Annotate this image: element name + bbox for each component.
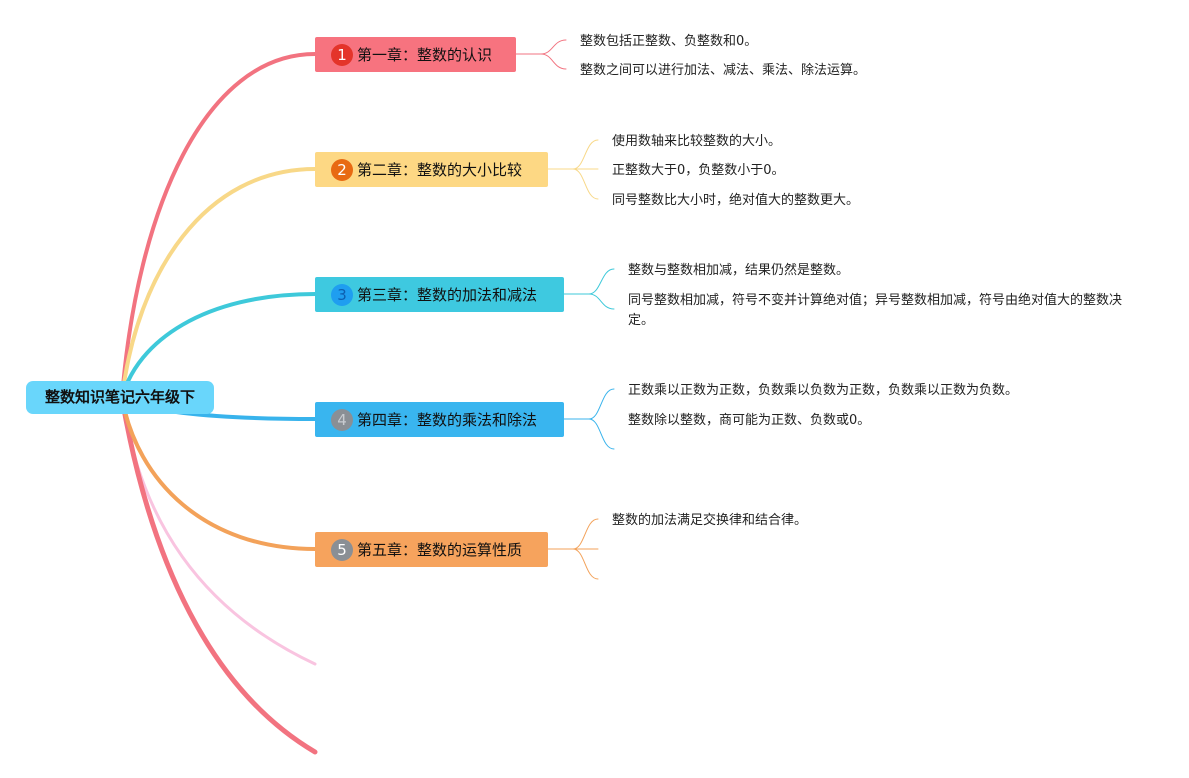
number-badge-icon: 3 [331,283,353,306]
root-topic[interactable]: 整数知识笔记六年级下 [26,381,214,414]
branch-line [120,167,317,400]
leaf-connector [572,518,599,550]
leaf-topic[interactable]: 正数乘以正数为正数，负数乘以负数为正数，负数乘以正数为负数。 [628,383,1019,398]
leaf-connector [572,139,599,170]
leaf-topic[interactable]: 整数的加法满足交换律和结合律。 [612,513,808,528]
branch-label: 第一章：整数的认识 [357,46,493,64]
leaf-connector [572,548,599,580]
leaf-connector [588,388,615,420]
leaf-topic[interactable]: 整数除以整数，商可能为正数、负数或0。 [628,413,871,428]
number-badge-icon: 2 [331,158,353,181]
leaf-connector [588,418,615,450]
leaf-topic[interactable]: 正整数大于0，负整数小于0。 [612,163,785,178]
branch-line [120,292,317,400]
number-badge-icon: 1 [331,43,353,66]
leaf-topic[interactable]: 整数与整数相加减，结果仍然是整数。 [628,263,850,278]
leaf-topic[interactable]: 整数之间可以进行加法、减法、乘法、除法运算。 [580,63,867,78]
leaf-connector [540,53,567,70]
leaf-connector [540,39,567,55]
leaf-connector [588,268,615,295]
number-badge-icon: 5 [331,538,353,561]
leaf-topic[interactable]: 同号整数比大小时，绝对值大的整数更大。 [612,193,860,208]
leaf-topic[interactable]: 使用数轴来比较整数的大小。 [612,134,782,149]
branch-label: 第五章：整数的运算性质 [357,541,523,559]
leaf-topic[interactable]: 整数包括正整数、负整数和0。 [580,34,758,49]
leaf-connector [572,168,599,200]
branch-label: 第二章：整数的大小比较 [357,161,523,179]
leaf-connector [588,293,615,310]
extra-branch-line [119,395,318,755]
branch-line [120,52,317,400]
extra-branch-line [120,396,317,666]
leaf-topic[interactable]: 同号整数相加减，符号不变并计算绝对值；异号整数相加减，符号由绝对值大的整数决定。 [628,293,1123,328]
branch-label: 第三章：整数的加法和减法 [357,286,538,304]
branch-label: 第四章：整数的乘法和除法 [357,411,538,429]
number-badge-icon: 4 [331,408,353,431]
branch-line [120,396,317,551]
